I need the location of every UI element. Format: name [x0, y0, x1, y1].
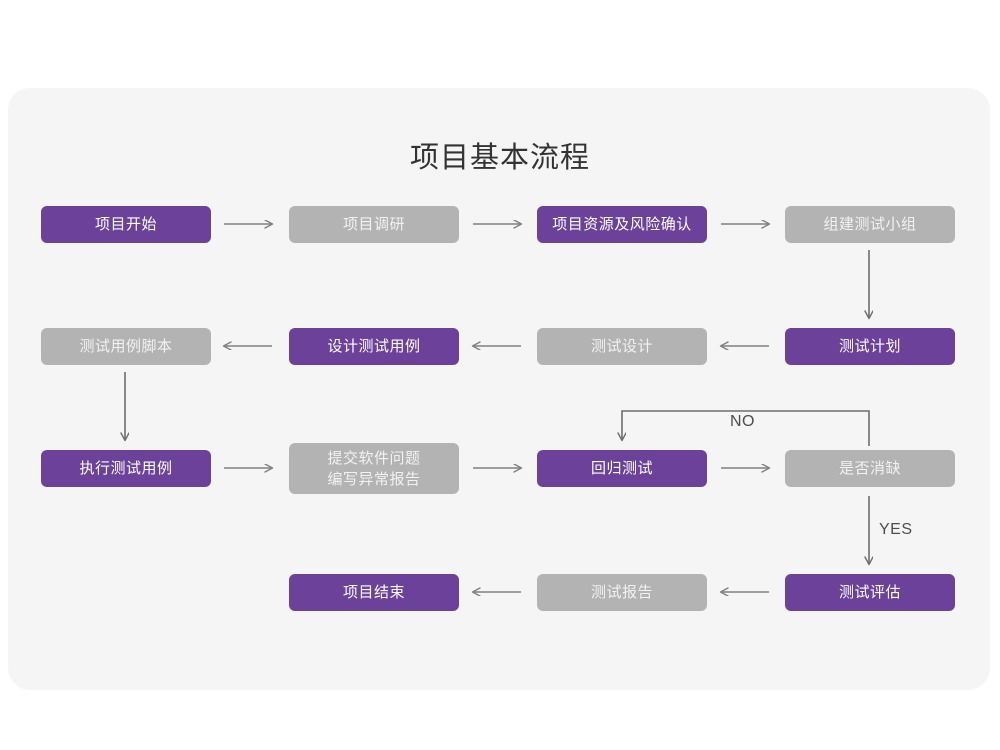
edge-label-no: NO [730, 413, 755, 430]
node-label: 测试评估 [838, 584, 901, 601]
node-form-test-team[interactable]: 组建测试小组 [785, 206, 955, 243]
node-project-end[interactable]: 项目结束 [289, 574, 459, 611]
page-title: 项目基本流程 [409, 142, 590, 174]
node-label: 项目调研 [342, 216, 405, 233]
node-test-report[interactable]: 测试报告 [537, 574, 707, 611]
node-label: 提交软件问题 编写异常报告 [327, 449, 421, 488]
node-test-case-script[interactable]: 测试用例脚本 [41, 328, 211, 365]
node-label: 测试计划 [838, 338, 901, 355]
node-test-evaluation[interactable]: 测试评估 [785, 574, 955, 611]
node-label: 测试用例脚本 [79, 338, 173, 355]
node-test-design[interactable]: 测试设计 [537, 328, 707, 365]
node-label: 设计测试用例 [327, 338, 421, 355]
node-resource-risk-confirm[interactable]: 项目资源及风险确认 [537, 206, 707, 243]
node-label: 项目资源及风险确认 [552, 216, 692, 233]
node-test-plan[interactable]: 测试计划 [785, 328, 955, 365]
node-label: 执行测试用例 [79, 460, 173, 477]
node-label: 测试报告 [590, 584, 653, 601]
node-defect-resolved-decision[interactable]: 是否消缺 [785, 450, 955, 487]
node-project-start[interactable]: 项目开始 [41, 206, 211, 243]
node-design-test-case[interactable]: 设计测试用例 [289, 328, 459, 365]
node-label: 项目开始 [94, 216, 157, 233]
node-regression-test[interactable]: 回归测试 [537, 450, 707, 487]
node-label: 测试设计 [590, 338, 653, 355]
node-execute-test-case[interactable]: 执行测试用例 [41, 450, 211, 487]
node-submit-defect-report[interactable]: 提交软件问题 编写异常报告 [289, 443, 459, 494]
node-label: 项目结束 [342, 584, 405, 601]
node-project-research[interactable]: 项目调研 [289, 206, 459, 243]
edge-label-yes: YES [879, 521, 913, 538]
node-label: 回归测试 [590, 460, 653, 477]
node-label: 组建测试小组 [823, 216, 917, 233]
node-label: 是否消缺 [838, 460, 901, 477]
